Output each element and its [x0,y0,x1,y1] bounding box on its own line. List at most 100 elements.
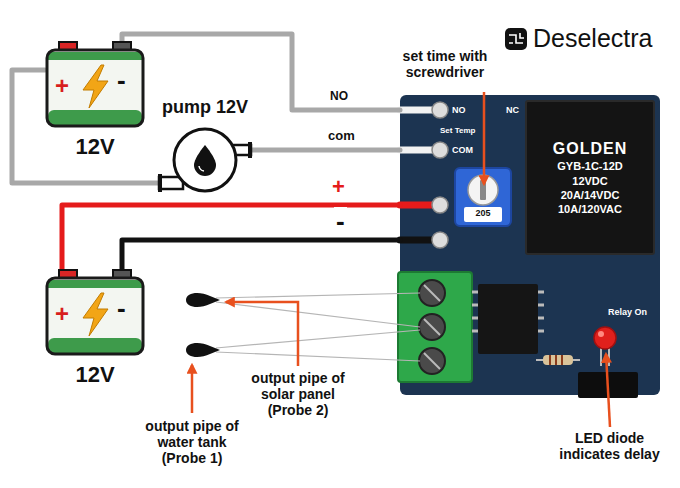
text-holder: + [55,300,69,328]
callout-text: LED diode indicates delay [552,430,667,462]
label-holder: set time with screwdriver [380,48,510,80]
drop-highlight [199,166,204,171]
silkscreen-label: NO [452,105,466,115]
battery-body [47,278,143,354]
wire-label: NO [328,90,350,103]
silkscreen-label: Relay On [608,307,647,317]
text-holder: Relay On [608,307,647,317]
wire-label-holder: NO [328,90,350,103]
wire-end [400,237,436,244]
board-node: NO NC Set TempCOM 205Relay On GOLDENGYB-1C-1… [400,95,660,395]
text-holder: - [117,294,126,324]
wire [62,205,400,270]
wire-label-holder: - [334,207,347,236]
text-holder: 205 [464,208,502,218]
wire-label: - [334,207,347,236]
ic-pins [472,292,544,331]
screw-slot [424,285,440,301]
text-holder: COM [452,145,473,155]
relay-node: GOLDENGYB-1C-12D12VDC20A/14VDC10A/120VAC [525,100,655,255]
terminal-screw [419,314,445,340]
lightning-bolt [83,293,108,336]
label-holder: output pipe of solar panel (Probe 2) [244,370,352,418]
solder-pad [432,197,448,213]
callout-text: set time with screwdriver [380,48,510,80]
lightning-bolt [83,65,108,108]
solder-pad [432,142,448,158]
pump-symbol [158,125,252,195]
terminal-block [398,272,472,382]
label-holder: output pipe of water tank (Probe 1) [138,418,246,466]
battery-label: + [55,300,69,328]
battery-band [48,110,142,125]
relay-marking: GYB-1C-12D [557,159,622,173]
label-holder: Deselectra [533,24,653,53]
wire-end [400,202,436,209]
pump-label: pump 12V [150,97,260,118]
pump-node: pump 12V [158,125,252,195]
led-highlight [598,331,604,337]
text-holder: 12V [45,362,145,387]
battery-band [48,52,142,60]
relay-marking: GOLDEN [553,139,627,160]
terminal-screw [419,280,445,306]
callout-text: output pipe of water tank (Probe 1) [138,418,246,466]
pot-label-plate [464,207,502,222]
relay-marking: 10A/120VAC [558,202,622,216]
wire-label-holder: com [326,129,357,143]
text-holder: NC [506,105,519,115]
led-diode [594,327,616,349]
battery-label: 12V [45,134,145,159]
battery-band [48,338,142,353]
relay-marking: 12VDC [572,174,607,188]
wire [252,148,400,153]
battery-band [48,280,142,288]
battery-body [47,50,143,126]
solder-pad [432,102,448,118]
solder-pad [432,232,448,248]
logo-circuit [509,33,524,43]
silkscreen-label: NC [506,105,519,115]
silkscreen-label: 205 [464,208,502,218]
pump-flange [248,142,252,158]
screw-slot [424,319,440,335]
water-drop [194,145,216,176]
logo-icon [505,28,527,50]
label-holder: LED diode indicates delay [552,430,667,462]
leader-line [483,92,486,184]
wire-label: + [330,175,347,199]
resistor-symbol [543,355,573,365]
battery-label: 12V [45,362,145,387]
battery-node: +-12V [45,270,145,356]
silkscreen-label: Set Temp [440,126,475,135]
text-holder: Set Temp [440,126,475,135]
battery-node: +-12V [45,42,145,128]
probe-wire [216,302,420,327]
leader-line [606,354,610,427]
battery-label: + [55,72,69,100]
text-holder: 12V [45,134,145,159]
battery-label: - [117,294,126,324]
wire-end [400,107,436,114]
relay-marking: 20A/14VDC [561,188,620,202]
pump-housing [174,129,236,191]
leader-line [226,302,298,366]
ic-chip [478,284,538,354]
probe-wire [216,293,420,298]
battery-outline [47,50,143,126]
text-holder: NO [452,105,466,115]
wire-label-holder: + [330,175,347,199]
silkscreen-label: COM [452,145,473,155]
logo-text: Deselectra [533,24,653,53]
text-holder: pump 12V [150,97,260,118]
circuit-board [400,95,660,395]
screw-slot [424,353,440,369]
probe-wire [216,330,420,348]
wire-end [400,147,436,154]
pump-flange [158,174,162,192]
wire [122,240,400,270]
terminal-screw [419,348,445,374]
callout-text: output pipe of solar panel (Probe 2) [244,370,352,418]
